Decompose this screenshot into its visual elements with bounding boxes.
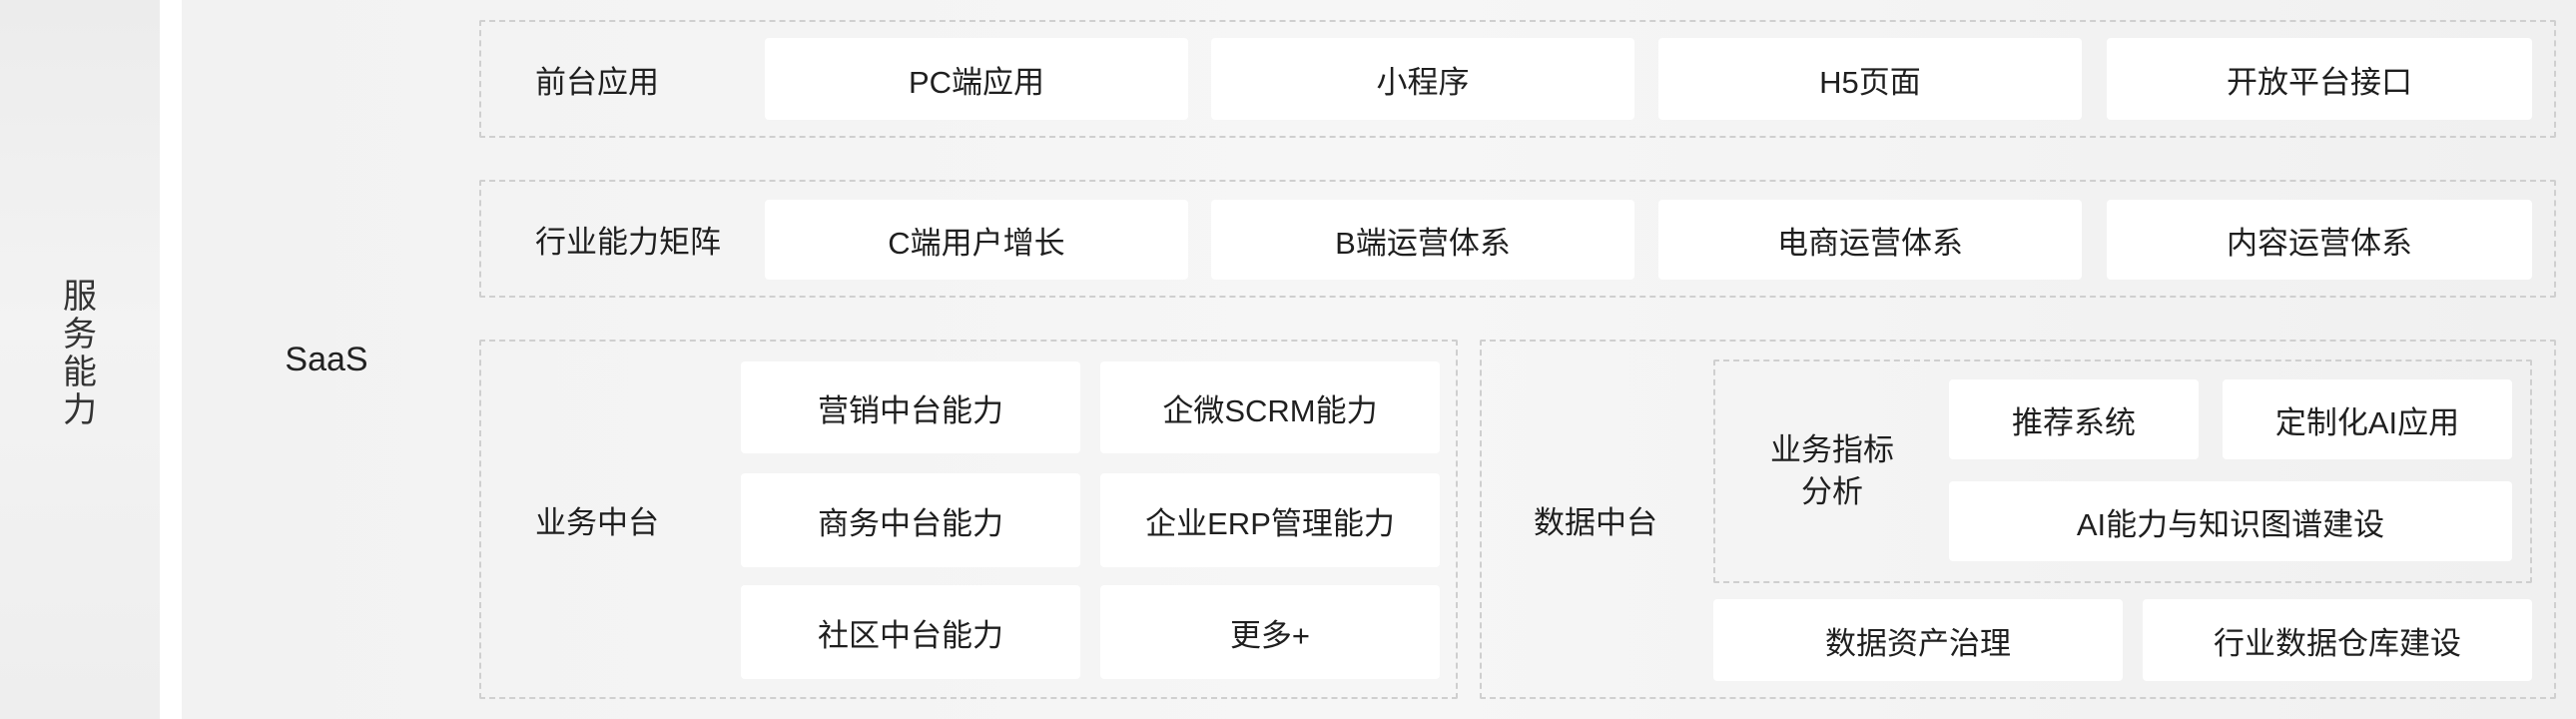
- data-item-knowledge-graph: AI能力与知识图谱建设: [1949, 481, 2512, 561]
- industry-item-content: 内容运营体系: [2107, 200, 2532, 280]
- frontend-row: [479, 20, 2556, 138]
- industry-item-b-operation: B端运营体系: [1211, 200, 1634, 280]
- analysis-label-line1: 业务指标: [1770, 432, 1894, 467]
- side-column: 服务能力: [0, 0, 160, 719]
- industry-row-label: 行业能力矩阵: [535, 224, 721, 260]
- industry-row: [479, 180, 2556, 298]
- frontend-item-pc: PC端应用: [765, 38, 1188, 120]
- side-label-text: 服务能力: [63, 278, 97, 429]
- data-item-custom-ai: 定制化AI应用: [2223, 379, 2512, 459]
- business-item-erp: 企业ERP管理能力: [1100, 473, 1440, 567]
- frontend-item-open-api: 开放平台接口: [2107, 38, 2532, 120]
- business-item-marketing: 营销中台能力: [741, 361, 1080, 453]
- saas-label: SaaS: [285, 341, 368, 378]
- data-item-asset-governance: 数据资产治理: [1713, 599, 2123, 681]
- frontend-row-label: 前台应用: [535, 64, 659, 100]
- data-platform: [1480, 340, 2556, 699]
- business-item-community: 社区中台能力: [741, 585, 1080, 679]
- business-platform-label: 业务中台: [535, 504, 659, 540]
- data-item-recommendation: 推荐系统: [1949, 379, 2199, 459]
- frontend-item-h5: H5页面: [1658, 38, 2082, 120]
- analysis-group: [1713, 360, 2532, 583]
- data-platform-label: 数据中台: [1534, 504, 1657, 540]
- business-item-commerce: 商务中台能力: [741, 473, 1080, 567]
- business-platform: [479, 340, 1458, 699]
- industry-item-c-growth: C端用户增长: [765, 200, 1188, 280]
- side-label: 服务能力: [0, 278, 160, 429]
- analysis-label: 业务指标 分析: [1727, 360, 1937, 583]
- industry-item-ecommerce: 电商运营体系: [1658, 200, 2082, 280]
- analysis-label-line2: 分析: [1801, 474, 1863, 509]
- frontend-item-miniapp: 小程序: [1211, 38, 1634, 120]
- business-item-scrm: 企微SCRM能力: [1100, 361, 1440, 453]
- business-item-more: 更多+: [1100, 585, 1440, 679]
- data-item-warehouse: 行业数据仓库建设: [2143, 599, 2532, 681]
